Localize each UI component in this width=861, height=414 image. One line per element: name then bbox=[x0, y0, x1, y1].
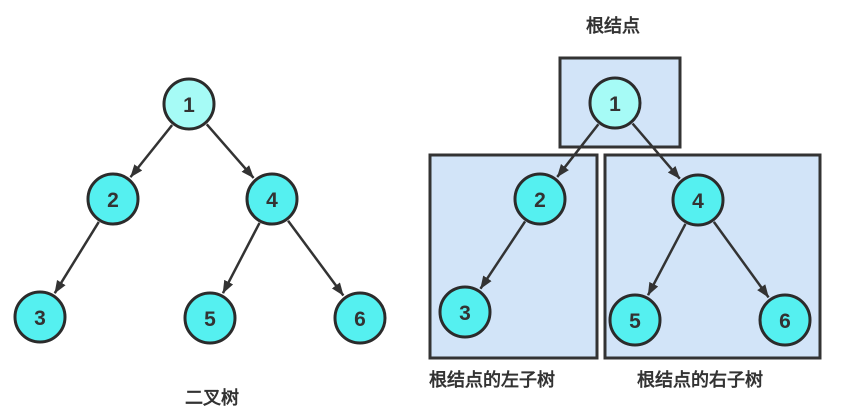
edge-arrow-1-2 bbox=[129, 124, 174, 178]
edge-arrow-4-6 bbox=[287, 219, 345, 297]
tree-node-label-1: 1 bbox=[183, 94, 195, 117]
edge-arrow-1-4 bbox=[205, 123, 255, 179]
tree-node-label-3: 3 bbox=[459, 302, 471, 325]
tree-node-3 bbox=[438, 285, 492, 339]
edge-arrow-1-4 bbox=[631, 122, 681, 180]
tree-node-1 bbox=[162, 77, 216, 131]
right-tree-diagram: 1 2 4 3 5 6 bbox=[428, 56, 822, 360]
tree-node-1 bbox=[588, 76, 642, 130]
tree-node-4 bbox=[671, 173, 725, 227]
left-subtree-label: 根结点的左子树 bbox=[429, 370, 555, 390]
right-subtree-label: 根结点的右子树 bbox=[637, 370, 763, 390]
tree-node-label-4: 4 bbox=[266, 189, 278, 212]
edge-arrow-2-3 bbox=[53, 221, 100, 294]
edge-arrow-4-5 bbox=[646, 223, 687, 296]
tree-node-label-5: 5 bbox=[204, 308, 216, 331]
tree-node-label-6: 6 bbox=[779, 310, 791, 333]
tree-node-6 bbox=[333, 291, 387, 345]
edge-arrow-4-6 bbox=[712, 221, 770, 299]
tree-node-label-6: 6 bbox=[354, 308, 366, 331]
tree-node-5 bbox=[183, 291, 237, 345]
tree-node-label-2: 2 bbox=[534, 189, 546, 212]
tree-node-2 bbox=[513, 172, 567, 226]
tree-node-4 bbox=[245, 172, 299, 226]
binary-tree-caption: 二叉树 bbox=[185, 388, 239, 408]
edge-arrow-2-3 bbox=[479, 220, 527, 290]
tree-node-label-5: 5 bbox=[629, 310, 641, 333]
edge-arrow-4-5 bbox=[221, 222, 261, 294]
tree-node-label-2: 2 bbox=[107, 189, 119, 212]
root-node-label: 根结点 bbox=[586, 16, 640, 36]
tree-node-6 bbox=[758, 293, 812, 347]
tree-node-label-3: 3 bbox=[34, 307, 46, 330]
tree-node-5 bbox=[608, 293, 662, 347]
tree-node-label-1: 1 bbox=[609, 93, 621, 116]
tree-node-3 bbox=[13, 290, 67, 344]
edge-arrow-1-2 bbox=[556, 123, 600, 178]
tree-node-2 bbox=[86, 172, 140, 226]
tree-node-label-4: 4 bbox=[692, 190, 704, 213]
left-tree-diagram: 1 2 4 3 5 6 bbox=[13, 77, 387, 345]
